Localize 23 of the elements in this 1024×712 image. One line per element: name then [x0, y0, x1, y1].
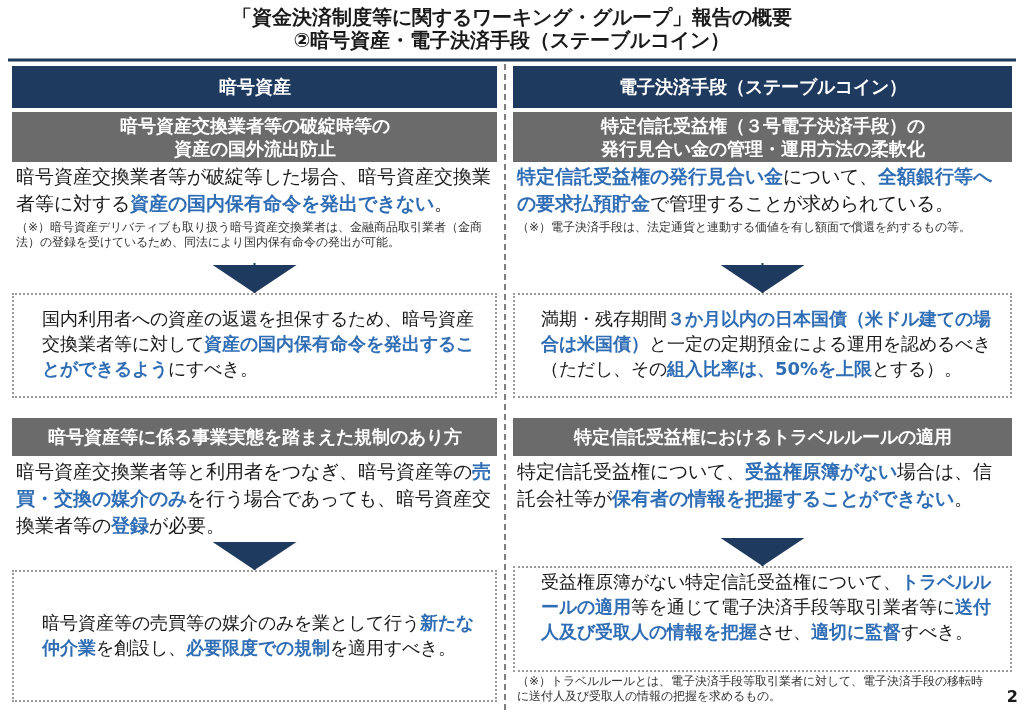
section-header: 特定信託受益権（３号電子決済手段）の発行見合い金の管理・運用方法の柔軟化 [513, 112, 1012, 162]
recommendation-box: 国内利用者への資産の返還を担保するため、暗号資産交換業者等に対して資産の国内保有命令を発出することができるようにすべき。 [12, 293, 497, 398]
page-number: 2 [1006, 687, 1018, 706]
recommendation-box: 暗号資産等の売買等の媒介のみを業として行う新たな仲介業を創設し、必要限度での規制を適用すべき。 [12, 570, 497, 702]
title: 「資金決済制度等に関するワーキング・グループ」報告の概要 ②暗号資産・電子決済手段（ステーブルコイン） [231, 6, 793, 52]
arrow [212, 262, 297, 294]
statement-text: 暗号資産交換業者等が破綻等した場合、暗号資産交換業者等に対する資産の国内保有命令を発出できない。 [16, 164, 492, 216]
arrow [720, 537, 805, 567]
section-header: 特定信託受益権におけるトラベルルールの適用 [513, 418, 1012, 456]
arrow [720, 262, 805, 294]
section-header: 暗号資産等に係る事業実態を踏まえた規制のあり方 [12, 418, 497, 456]
recommendation-box: 受益権原簿がない特定信託受益権について、トラベルルールの適用等を通じて電子決済手段等取引業者等に送付人及び受取人の情報を把握させ、適切に監督すべき。 [513, 566, 1012, 672]
section-header: 暗号資産交換業者等の破綻時等の資産の国外流出防止 [12, 112, 497, 162]
recommendation-box: 満期・残存期間３か月以内の日本国債（米ドル建ての場合は米国債）と一定の定期預金による運用を認めるべき（ただし、その組入比率は、50%を上限とする）。 [513, 293, 1012, 398]
statement-text: 暗号資産交換業者等と利用者をつなぎ、暗号資産等の売買・交換の媒介のみを行う場合であっても、暗号資産交換業者等の登録が必要。 [16, 459, 492, 538]
column-header: 暗号資産 [12, 66, 497, 108]
footnote: （※）トラベルルールとは、電子決済手段等取引業者に対して、電子決済手段の移転時に送付人及び受取人の情報の把握を求めるもの。 [516, 673, 985, 704]
statement-text: 特定信託受益権の発行見合い金について、全額銀行等への要求払預貯金で管理することが求められている。 [517, 164, 993, 216]
statement-text: 特定信託受益権について、受益権原簿がない場合は、信託会社等が保有者の情報を把握することができない。 [517, 459, 993, 511]
footnote: （※）電子決済手段は、法定通貨と連動する価値を有し額面で償還を約するもの等。 [517, 220, 973, 235]
column-header: 電子決済手段（ステーブルコイン） [513, 66, 1012, 108]
arrow [212, 541, 297, 571]
footnote: （※）暗号資産デリバティブも取り扱う暗号資産交換業者は、金融商品取引業者（金商法）の登録を受けているため、同法により国内保有命令の発出が可能。 [16, 220, 484, 250]
